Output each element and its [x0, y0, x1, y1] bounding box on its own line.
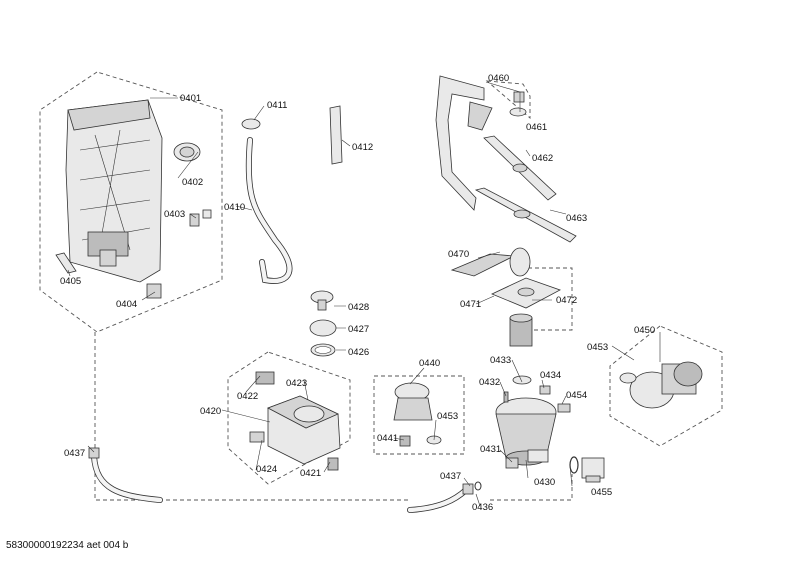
label-0460: 0460	[488, 73, 509, 84]
leader-lines	[67, 81, 661, 507]
label-0405: 0405	[60, 276, 81, 287]
label-0463: 0463	[566, 213, 587, 224]
lower-spray-arm-0463	[474, 187, 577, 243]
label-0434: 0434	[540, 370, 561, 381]
label-0403: 0403	[164, 209, 185, 220]
group-frame-0420	[227, 351, 351, 485]
label-0401: 0401	[180, 93, 201, 104]
clip-0405	[55, 252, 77, 274]
upper-spray-arm-0462	[483, 135, 557, 201]
drain-pump-0455	[569, 456, 605, 483]
label-0411: 0411	[267, 100, 287, 111]
label-0404: 0404	[116, 299, 137, 310]
label-0431: 0431	[480, 444, 501, 455]
fine-filter-0472	[509, 313, 533, 347]
label-0422: 0422	[237, 391, 258, 402]
label-0470: 0470	[448, 249, 469, 260]
label-0454: 0454	[566, 390, 587, 401]
group-frame-0440	[373, 375, 465, 455]
bracket-0412	[329, 105, 343, 165]
cover-0427	[309, 319, 337, 337]
seal-ring-0402	[173, 142, 201, 162]
label-0453-right: 0453	[587, 342, 608, 353]
label-0437-left: 0437	[64, 448, 85, 459]
label-0412: 0412	[352, 142, 373, 153]
label-0424: 0424	[256, 464, 277, 475]
label-0432: 0432	[479, 377, 500, 388]
heater-0440	[393, 382, 442, 447]
supply-tube-0460	[435, 75, 493, 211]
ring-0426	[310, 343, 336, 357]
label-0450: 0450	[634, 325, 655, 336]
nozzle-0461	[509, 91, 527, 117]
label-0420: 0420	[200, 406, 221, 417]
label-0433: 0433	[490, 355, 511, 366]
label-0461: 0461	[526, 122, 547, 133]
label-0427: 0427	[348, 324, 369, 335]
label-0437-right: 0437	[440, 471, 461, 482]
hose-clamp-0411	[241, 118, 261, 130]
flat-filter-0471	[491, 277, 561, 309]
inlet-hose-0437-left	[88, 447, 163, 503]
valve-0403	[189, 209, 212, 227]
label-0472: 0472	[556, 295, 577, 306]
label-0455: 0455	[591, 487, 612, 498]
group-frame-0472	[528, 267, 573, 331]
label-0471: 0471	[460, 299, 481, 310]
label-0441: 0441	[377, 433, 398, 444]
tub-side-panel	[65, 99, 163, 283]
group-frame-0460	[485, 80, 531, 119]
circulation-pump-0450	[619, 361, 703, 409]
label-0421: 0421	[300, 468, 321, 479]
label-0436: 0436	[472, 502, 493, 513]
drain-hose-0410	[245, 137, 293, 284]
cap-0428	[310, 290, 334, 311]
label-0430: 0430	[534, 477, 555, 488]
label-0440: 0440	[419, 358, 440, 369]
inlet-hose-0436	[407, 481, 482, 513]
label-0423: 0423	[286, 378, 307, 389]
label-0453-left: 0453	[437, 411, 458, 422]
label-0426: 0426	[348, 347, 369, 358]
sump-0430	[495, 375, 571, 469]
softener-0420	[249, 371, 341, 471]
micro-filter-0470	[450, 247, 531, 277]
label-0402: 0402	[182, 177, 203, 188]
group-frame-0450	[609, 325, 723, 447]
drawing-code: 58300000192234 aet 004 b	[6, 540, 129, 551]
label-0428: 0428	[348, 302, 369, 313]
group-frame-0401	[39, 71, 223, 333]
label-0462: 0462	[532, 153, 553, 164]
label-0410: 0410	[224, 202, 245, 213]
ground-line	[94, 332, 573, 501]
